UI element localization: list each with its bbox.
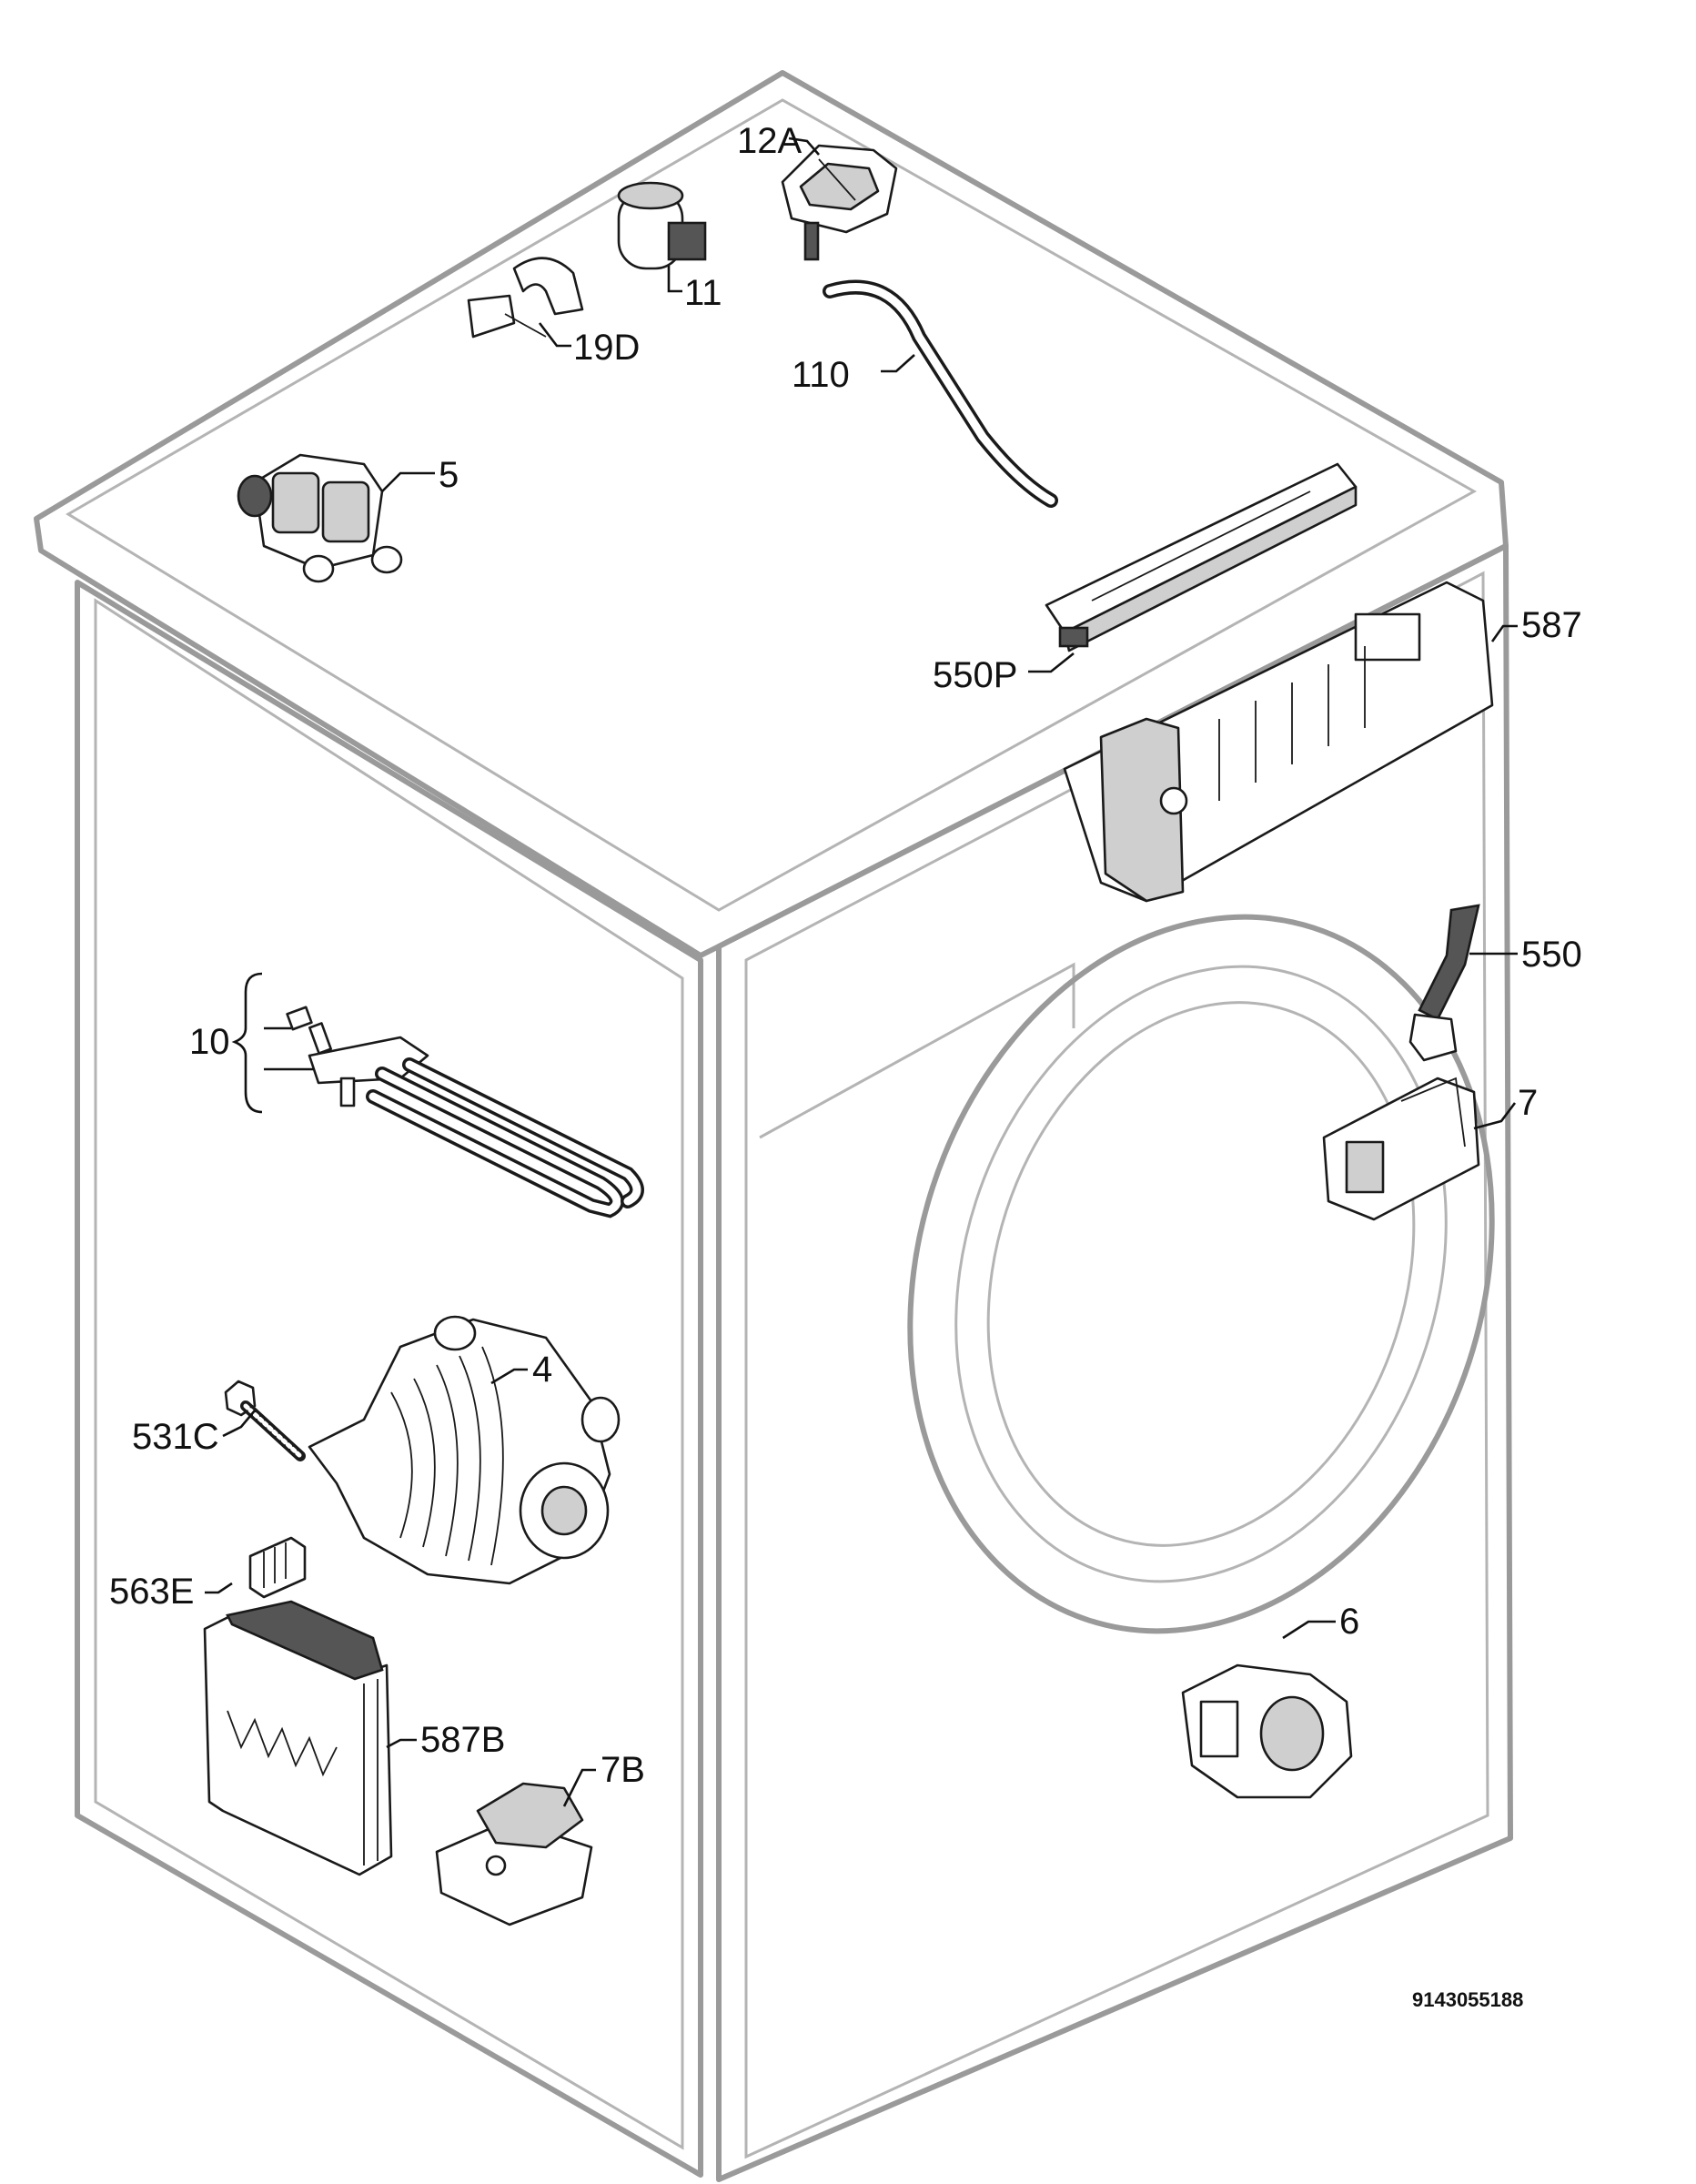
bracket-part (467, 257, 584, 339)
door-handle-part (1408, 904, 1480, 1062)
label-587b: 587B (420, 1720, 505, 1760)
door-lock-part (1322, 1077, 1480, 1221)
label-563e: 563E (109, 1572, 194, 1612)
label-531c: 531C (132, 1417, 219, 1457)
label-5: 5 (439, 455, 459, 495)
label-7: 7 (1518, 1083, 1538, 1123)
label-587: 587 (1521, 605, 1582, 645)
leader-lines (205, 136, 1518, 1807)
label-110: 110 (792, 355, 850, 395)
capacitor-part (617, 181, 707, 270)
hose-part (823, 279, 1058, 508)
label-12a: 12A (737, 121, 802, 161)
electronic-module-part (1063, 581, 1494, 903)
heating-element-part (286, 1006, 644, 1218)
screw-part (224, 1380, 306, 1461)
pressure-switch-part (781, 144, 898, 261)
control-panel-cover-part (1045, 462, 1358, 652)
document-number: 9143055188 (1412, 1988, 1523, 2011)
label-6: 6 (1339, 1602, 1359, 1642)
label-4: 4 (532, 1350, 552, 1390)
label-550p: 550P (933, 655, 1017, 695)
motor-pump-part (308, 1315, 621, 1585)
lock-clip-part (435, 1782, 593, 1926)
label-7b: 7B (601, 1750, 645, 1790)
inlet-valve-part (237, 453, 403, 583)
label-11: 11 (684, 273, 722, 313)
label-550: 550 (1521, 935, 1582, 975)
drain-pump-part (1181, 1663, 1353, 1799)
part-labels: 12A 11 19D 110 5 550P 587 550 10 7 4 531… (109, 121, 1582, 2011)
label-19d: 19D (573, 328, 640, 368)
connector-part (248, 1536, 307, 1599)
control-box-part (203, 1600, 393, 1876)
label-10: 10 (189, 1022, 230, 1062)
